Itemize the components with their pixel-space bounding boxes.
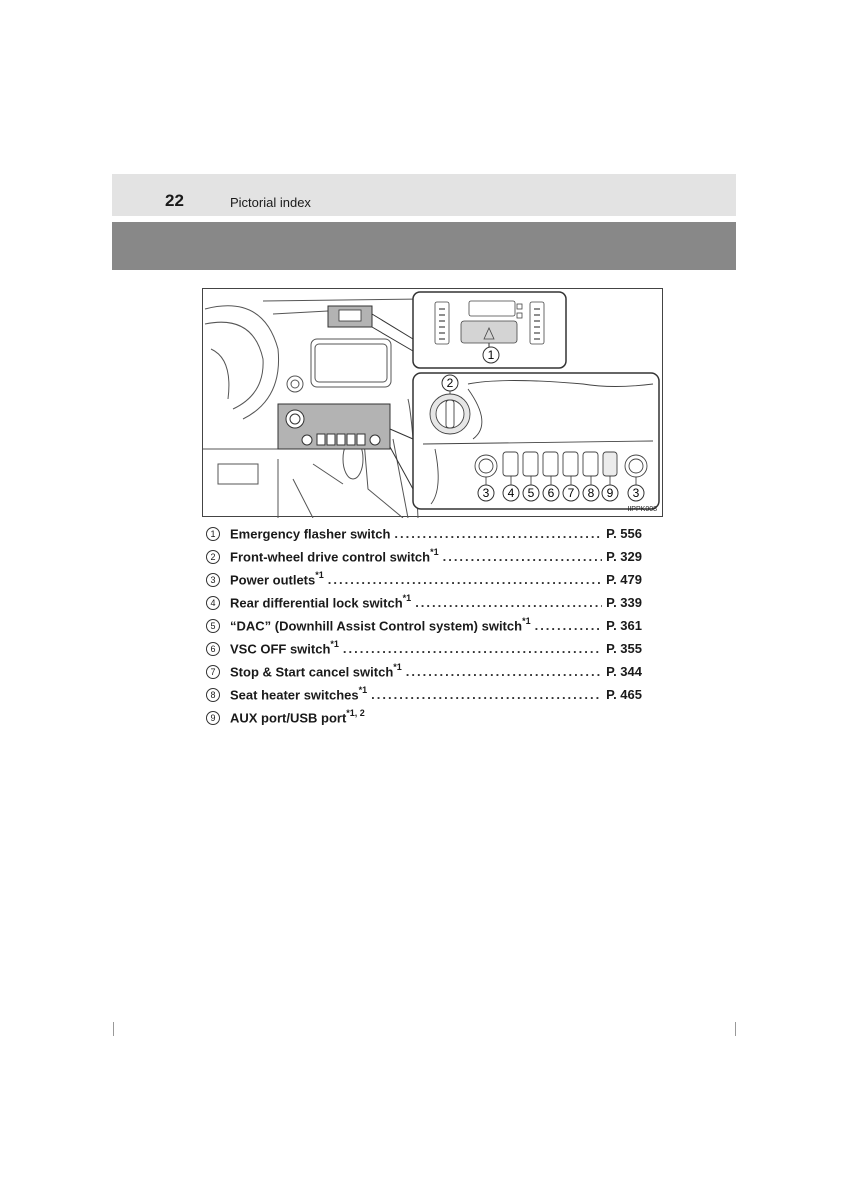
page-reference: P. 465 <box>606 687 642 702</box>
svg-text:6: 6 <box>548 486 555 500</box>
svg-text:3: 3 <box>483 486 490 500</box>
page-reference: P. 479 <box>606 572 642 587</box>
item-label: Rear differential lock switch*1 <box>230 593 412 611</box>
leader-dots <box>406 664 602 679</box>
item-number: 6 <box>206 641 220 656</box>
callout-4: 4 <box>502 484 520 502</box>
legend-item: 2 Front-wheel drive control switch*1 P. … <box>206 545 642 568</box>
margin-mark-left <box>113 1022 114 1036</box>
callout-3-left: 3 <box>477 484 495 502</box>
svg-text:9: 9 <box>607 486 614 500</box>
leader-dots <box>394 526 602 541</box>
section-title: Pictorial index <box>230 195 311 210</box>
item-number: 1 <box>206 526 220 541</box>
legend-item: 7 Stop & Start cancel switch*1 P. 344 <box>206 660 642 683</box>
callout-8: 8 <box>582 484 600 502</box>
svg-text:7: 7 <box>568 486 575 500</box>
page-reference: P. 361 <box>606 618 642 633</box>
page-reference: P. 344 <box>606 664 642 679</box>
callout-3-right: 3 <box>627 484 645 502</box>
callout-9: 9 <box>601 484 619 502</box>
item-number: 9 <box>206 710 220 725</box>
page-number: 22 <box>165 191 184 210</box>
item-label: AUX port/USB port*1, 2 <box>230 708 365 726</box>
header-bar <box>112 174 736 216</box>
page-reference: P. 556 <box>606 526 642 541</box>
legend-item: 9 AUX port/USB port*1, 2 <box>206 706 642 729</box>
leader-dots <box>535 618 603 633</box>
item-number: 8 <box>206 687 220 702</box>
item-label: Stop & Start cancel switch*1 <box>230 662 402 680</box>
page-reference: P. 355 <box>606 641 642 656</box>
item-label: Seat heater switches*1 <box>230 685 368 703</box>
legend-item: 8 Seat heater switches*1 P. 465 <box>206 683 642 706</box>
item-label: Emergency flasher switch <box>230 526 391 542</box>
dashboard-illustration: 1 2 3 4 5 6 7 8 9 3 IIPPK008 <box>202 288 663 518</box>
callout-7: 7 <box>562 484 580 502</box>
callout-5: 5 <box>522 484 540 502</box>
legend-item: 4 Rear differential lock switch*1 P. 339 <box>206 591 642 614</box>
figure-id: IIPPK008 <box>627 506 657 513</box>
svg-text:4: 4 <box>508 486 515 500</box>
item-number: 7 <box>206 664 220 679</box>
legend-item: 5 “DAC” (Downhill Assist Control system)… <box>206 614 642 637</box>
page-reference: P. 339 <box>606 595 642 610</box>
item-label: Power outlets*1 <box>230 570 324 588</box>
item-label: Front-wheel drive control switch*1 <box>230 547 439 565</box>
leader-dots <box>328 572 602 587</box>
legend-item: 6 VSC OFF switch*1 P. 355 <box>206 637 642 660</box>
dashboard-drawing: 1 2 3 4 5 6 7 8 9 3 <box>203 291 660 518</box>
callout-1: 1 <box>482 346 500 364</box>
leader-dots <box>443 549 602 564</box>
svg-text:1: 1 <box>488 348 495 362</box>
legend-list: 1 Emergency flasher switch P. 556 2 Fron… <box>206 522 642 729</box>
item-number: 5 <box>206 618 220 633</box>
legend-item: 3 Power outlets*1 P. 479 <box>206 568 642 591</box>
svg-text:5: 5 <box>528 486 535 500</box>
item-number: 2 <box>206 549 220 564</box>
item-label: VSC OFF switch*1 <box>230 639 339 657</box>
chapter-band <box>112 222 736 270</box>
callout-6: 6 <box>542 484 560 502</box>
callout-2: 2 <box>441 374 459 392</box>
leader-dots <box>371 687 602 702</box>
legend-item: 1 Emergency flasher switch P. 556 <box>206 522 642 545</box>
leader-dots <box>415 595 602 610</box>
item-number: 4 <box>206 595 220 610</box>
page-reference: P. 329 <box>606 549 642 564</box>
svg-text:3: 3 <box>633 486 640 500</box>
item-number: 3 <box>206 572 220 587</box>
svg-text:2: 2 <box>447 376 454 390</box>
margin-mark-right <box>735 1022 736 1036</box>
svg-text:8: 8 <box>588 486 595 500</box>
leader-dots <box>343 641 602 656</box>
item-label: “DAC” (Downhill Assist Control system) s… <box>230 616 531 634</box>
